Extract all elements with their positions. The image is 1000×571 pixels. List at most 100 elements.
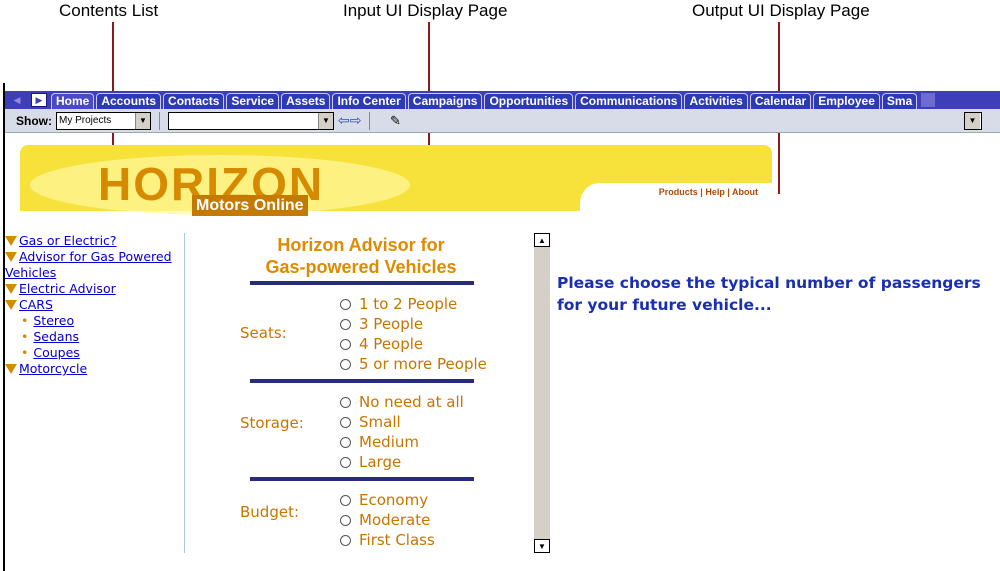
- contents-link[interactable]: Stereo: [33, 313, 75, 328]
- tab-campaigns[interactable]: Campaigns: [407, 93, 483, 109]
- storage-option[interactable]: No need at all: [340, 393, 464, 411]
- radio-button[interactable]: [340, 358, 351, 370]
- advisor-title: Horizon Advisor for Gas-powered Vehicles: [230, 234, 492, 278]
- option-label: Large: [359, 453, 402, 471]
- radio-button[interactable]: [340, 494, 351, 506]
- storage-option[interactable]: Large: [340, 453, 401, 471]
- option-label: Medium: [359, 433, 419, 451]
- contents-link[interactable]: Advisor for Gas Powered Vehicles: [5, 249, 172, 280]
- radio-button[interactable]: [340, 436, 351, 448]
- budget-option[interactable]: Economy: [340, 491, 428, 509]
- forward-arrow-icon[interactable]: ⇨: [349, 112, 362, 128]
- tabbar-scroll-icon[interactable]: [921, 93, 936, 107]
- contents-link[interactable]: Gas or Electric?: [19, 233, 117, 248]
- storage-label: Storage:: [240, 414, 304, 432]
- radio-button[interactable]: [340, 534, 351, 546]
- chevron-down-icon[interactable]: ▼: [135, 112, 150, 129]
- storage-option[interactable]: Small: [340, 413, 401, 431]
- show-label: Show:: [16, 113, 52, 128]
- query-select[interactable]: ▼: [168, 111, 334, 130]
- budget-option[interactable]: Moderate: [340, 511, 430, 529]
- tab-service[interactable]: Service: [226, 93, 280, 109]
- seats-option[interactable]: 4 People: [340, 335, 423, 353]
- input-scrollbar[interactable]: ▲ ▼: [534, 233, 550, 553]
- tab-contacts[interactable]: Contacts: [163, 93, 225, 109]
- tab-communications[interactable]: Communications: [575, 93, 683, 109]
- tab-activities[interactable]: Activities: [684, 93, 748, 109]
- option-label: 5 or more People: [359, 355, 487, 373]
- option-label: No need at all: [359, 393, 464, 411]
- edit-icon[interactable]: ✎: [390, 112, 401, 128]
- tab-assets[interactable]: Assets: [281, 93, 331, 109]
- arrow-icon: [5, 364, 17, 374]
- seats-option[interactable]: 5 or more People: [340, 355, 487, 373]
- scroll-up-icon[interactable]: ▲: [534, 233, 550, 247]
- bullet-icon: •: [21, 313, 29, 328]
- logo-subtitle: Motors Online: [192, 195, 308, 216]
- storage-option[interactable]: Medium: [340, 433, 419, 451]
- scroll-down-icon[interactable]: ▼: [534, 539, 550, 553]
- seats-label: Seats:: [240, 324, 287, 342]
- arrow-icon: [5, 284, 17, 294]
- contents-link[interactable]: Motorcycle: [19, 361, 88, 376]
- option-label: 3 People: [359, 315, 424, 333]
- bullet-icon: •: [21, 345, 29, 360]
- option-label: Moderate: [359, 511, 431, 529]
- option-label: 1 to 2 People: [359, 295, 458, 313]
- budget-option[interactable]: First Class: [340, 531, 435, 549]
- banner-links[interactable]: Products | Help | About: [658, 187, 758, 197]
- tab-employee[interactable]: Employee: [813, 93, 880, 109]
- scroll-right-icon[interactable]: ▶: [31, 93, 47, 107]
- back-arrow-icon[interactable]: ⇦: [338, 112, 350, 128]
- show-select-value: My Projects: [59, 115, 112, 126]
- contents-divider: [184, 233, 185, 553]
- contents-link[interactable]: Sedans: [33, 329, 80, 344]
- seats-option[interactable]: 1 to 2 People: [340, 295, 457, 313]
- arrow-icon: [5, 300, 17, 310]
- contents-link[interactable]: CARS: [19, 297, 53, 312]
- seats-option[interactable]: 3 People: [340, 315, 423, 333]
- list-item[interactable]: Advisor for Gas Powered Vehicles: [5, 249, 183, 281]
- list-item[interactable]: • Stereo: [5, 313, 183, 329]
- budget-label: Budget:: [240, 503, 300, 521]
- tab-accounts[interactable]: Accounts: [96, 93, 162, 109]
- list-item[interactable]: Electric Advisor: [5, 281, 183, 297]
- tab-bar: ◀ ▶ Home Accounts Contacts Service Asset…: [5, 91, 1000, 109]
- contents-link[interactable]: Coupes: [33, 345, 80, 360]
- horizon-banner: HORIZON Motors Online Products | Help | …: [20, 145, 772, 216]
- option-label: First Class: [359, 531, 435, 549]
- radio-button[interactable]: [340, 416, 351, 428]
- section-rule: [250, 477, 474, 481]
- radio-button[interactable]: [340, 396, 351, 408]
- radio-button[interactable]: [340, 514, 351, 526]
- contents-link[interactable]: Electric Advisor: [19, 281, 116, 296]
- tab-sma[interactable]: Sma: [881, 93, 918, 109]
- list-item[interactable]: CARS: [5, 297, 183, 313]
- tab-info-center[interactable]: Info Center: [332, 93, 406, 109]
- toolbar-separator: [159, 111, 160, 130]
- list-item[interactable]: Motorcycle: [5, 361, 183, 377]
- scroll-left-icon[interactable]: ◀: [13, 94, 21, 105]
- list-item[interactable]: •Sedans: [5, 329, 183, 345]
- radio-button[interactable]: [340, 318, 351, 330]
- list-item[interactable]: • Coupes: [5, 345, 183, 361]
- right-select[interactable]: ▼: [964, 111, 982, 130]
- toolbar-separator: [369, 111, 371, 130]
- option-label: Small: [359, 413, 401, 431]
- list-item[interactable]: Gas or Electric?: [5, 233, 183, 249]
- callout-contents-list: Contents List: [59, 1, 159, 20]
- show-select[interactable]: My Projects ▼: [56, 111, 151, 130]
- radio-button[interactable]: [340, 298, 351, 310]
- radio-button[interactable]: [340, 456, 351, 468]
- app-frame: [3, 83, 1000, 571]
- tab-home[interactable]: Home: [51, 93, 95, 109]
- tab-opportunities[interactable]: Opportunities: [484, 93, 574, 109]
- callout-output-ui: Output UI Display Page: [692, 1, 870, 20]
- chevron-down-icon[interactable]: ▼: [318, 112, 333, 129]
- contents-list: Gas or Electric? Advisor for Gas Powered…: [5, 233, 183, 377]
- arrow-icon: [5, 236, 17, 246]
- tab-calendar[interactable]: Calendar: [749, 93, 812, 109]
- radio-button[interactable]: [340, 338, 351, 350]
- section-rule: [250, 281, 474, 285]
- chevron-down-icon[interactable]: ▼: [965, 112, 980, 129]
